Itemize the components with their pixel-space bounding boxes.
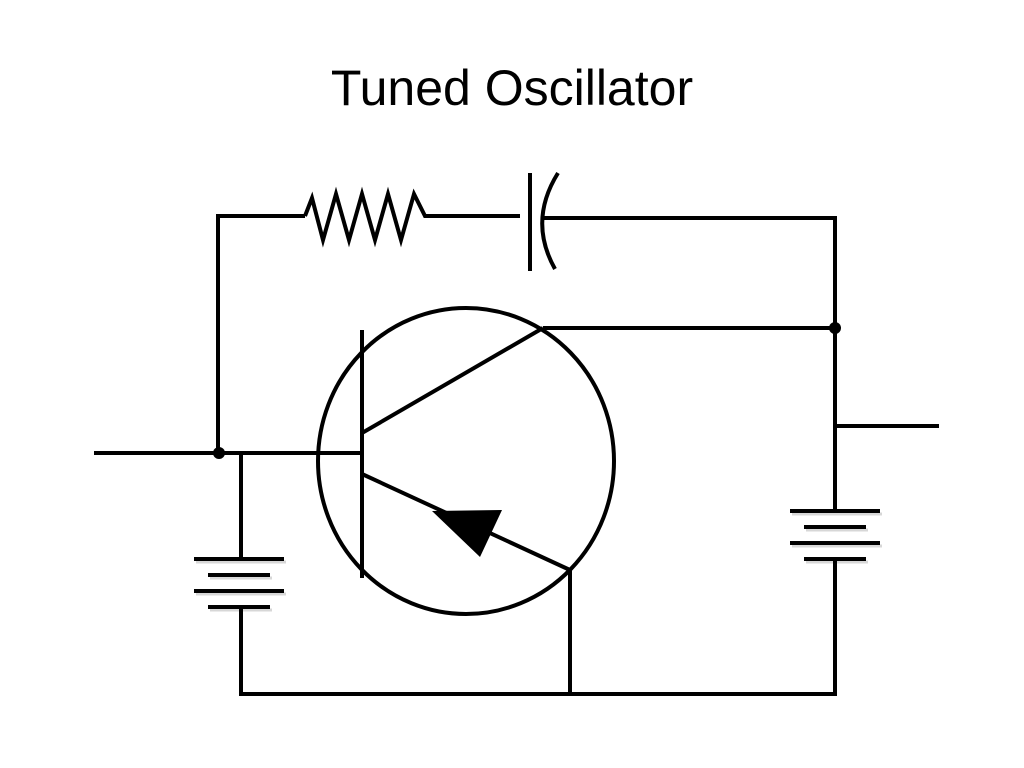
transistor-collector-lead (360, 326, 545, 435)
transistor-envelope (316, 306, 616, 616)
base-bias-battery (194, 557, 286, 694)
collector-circuit (543, 322, 939, 511)
junction-dot-base (213, 447, 225, 459)
page-title: Tuned Oscillator (330, 60, 694, 116)
feedback-wire-left (216, 214, 305, 453)
emitter-arrow-icon (432, 510, 502, 557)
return-path (239, 570, 837, 696)
collector-supply-battery (790, 509, 882, 694)
bjt-transistor (316, 306, 616, 616)
capacitor-plate-curved (540, 171, 560, 270)
feedback-resistor (303, 186, 520, 248)
feedback-wire-right (541, 216, 837, 328)
base-circuit (94, 447, 362, 560)
feedback-loop (216, 171, 837, 453)
